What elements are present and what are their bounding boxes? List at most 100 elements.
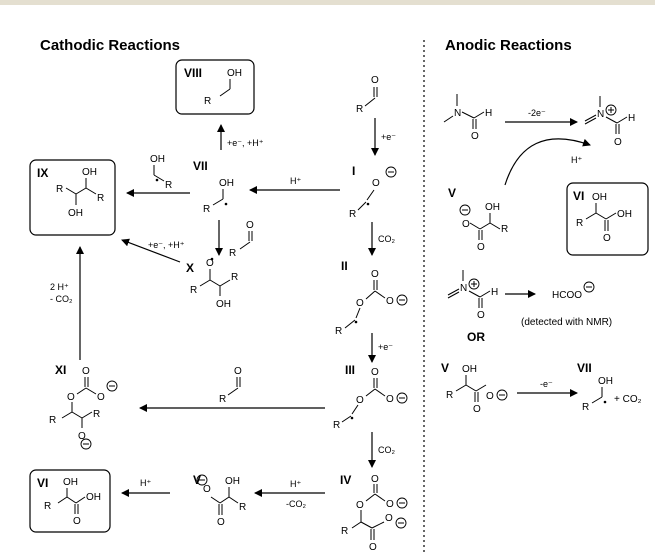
svg-text:O: O xyxy=(477,242,485,253)
svg-text:O: O xyxy=(369,542,377,552)
svg-text:OH: OH xyxy=(227,68,242,79)
svg-text:H: H xyxy=(628,113,635,124)
svg-text:R: R xyxy=(49,415,56,426)
svg-text:OH: OH xyxy=(82,167,97,178)
svg-text:R: R xyxy=(333,420,340,431)
svg-text:O: O xyxy=(217,517,225,528)
svg-text:R: R xyxy=(335,326,342,337)
label-III: III xyxy=(345,363,355,377)
box-IX xyxy=(29,159,116,236)
svg-text:OH: OH xyxy=(216,299,231,310)
svg-text:OH: OH xyxy=(68,208,83,219)
label-IX: IX xyxy=(37,166,48,180)
aldehyde-top: O R xyxy=(356,75,379,115)
svg-text:R: R xyxy=(341,526,348,537)
dmf-molecule: N H O xyxy=(443,94,492,142)
svg-text:O: O xyxy=(386,394,394,405)
cond-e-h-plus-1: +e⁻, +H⁺ xyxy=(227,138,264,148)
svg-text:O: O xyxy=(477,310,485,321)
svg-text:O: O xyxy=(385,513,393,524)
cond-e-1: +e⁻ xyxy=(381,132,396,142)
label-VI: VI xyxy=(37,476,48,490)
or-text: OR xyxy=(467,330,485,344)
cond-h-plus-3: H⁺ xyxy=(290,176,301,186)
compound-IX: OH R R OH xyxy=(56,167,104,219)
svg-text:OH: OH xyxy=(63,477,78,488)
svg-text:OH: OH xyxy=(462,364,477,375)
cond-e-h-plus-2: +e⁻, +H⁺ xyxy=(148,240,185,250)
compound-V-anode-2: OH R O O xyxy=(446,364,508,415)
cond-h-plus-1: H⁺ xyxy=(290,479,301,489)
label-XI: XI xyxy=(55,363,66,377)
compound-I: O R xyxy=(349,166,397,220)
svg-text:OH: OH xyxy=(598,376,613,387)
svg-text:R: R xyxy=(56,184,63,195)
svg-text:R: R xyxy=(93,409,100,420)
svg-text:OH: OH xyxy=(592,192,607,203)
svg-text:O: O xyxy=(356,298,364,309)
svg-text:O: O xyxy=(73,516,81,527)
formate-charge-icon xyxy=(583,281,595,293)
label-VI-anode: VI xyxy=(573,189,584,203)
svg-text:R: R xyxy=(219,394,226,405)
compound-VI: OH R OH O xyxy=(44,477,101,527)
svg-text:O: O xyxy=(234,366,242,377)
svg-text:R: R xyxy=(576,218,583,229)
svg-text:R: R xyxy=(501,224,508,235)
svg-text:R: R xyxy=(44,501,51,512)
svg-text:R: R xyxy=(229,248,236,259)
compound-V-anode: O O OH R xyxy=(459,202,508,253)
svg-text:O: O xyxy=(371,75,379,86)
formate-text: HCOO xyxy=(552,290,582,301)
svg-text:H: H xyxy=(485,108,492,119)
svg-text:R: R xyxy=(356,104,363,115)
iminium-molecule-2: N H O xyxy=(447,270,498,321)
svg-text:O: O xyxy=(356,395,364,406)
svg-text:R: R xyxy=(239,502,246,513)
iminium-molecule: N H O xyxy=(584,96,635,148)
compound-VIII: OH R xyxy=(204,68,242,107)
svg-text:R: R xyxy=(349,209,356,220)
compound-IV: O O O R O O xyxy=(341,474,408,552)
cond-co2-1: CO₂ xyxy=(378,234,396,244)
compound-VII-anode: OH R xyxy=(582,376,613,413)
svg-text:O: O xyxy=(486,391,494,402)
compound-XI: O O O R R O xyxy=(49,366,118,450)
label-IV: IV xyxy=(340,473,351,487)
label-II: II xyxy=(341,259,348,273)
compound-VI-anode: OH R OH O xyxy=(576,192,632,244)
svg-text:O: O xyxy=(614,137,622,148)
svg-text:O: O xyxy=(371,367,379,378)
svg-text:N: N xyxy=(460,283,467,294)
svg-text:O: O xyxy=(206,258,214,269)
svg-text:OH: OH xyxy=(219,178,234,189)
label-VIII: VIII xyxy=(184,66,202,80)
cond-minus-e: -e⁻ xyxy=(540,379,553,389)
cond-minus-2e: -2e⁻ xyxy=(528,108,546,118)
label-VII: VII xyxy=(193,159,208,173)
svg-text:R: R xyxy=(97,193,104,204)
svg-text:O: O xyxy=(471,131,479,142)
svg-text:N: N xyxy=(454,108,461,119)
cond-two-h-plus: 2 H⁺ xyxy=(50,282,69,292)
svg-text:O: O xyxy=(203,484,211,495)
cond-co2-2: CO₂ xyxy=(378,445,396,455)
svg-text:H: H xyxy=(491,287,498,298)
svg-text:OH: OH xyxy=(485,202,500,213)
aldehyde-reagent-1: O R xyxy=(229,220,254,259)
svg-text:R: R xyxy=(231,272,238,283)
svg-text:R: R xyxy=(582,402,589,413)
box-VI xyxy=(29,469,111,533)
compound-III: O O O R xyxy=(333,367,408,431)
box-VI-anode xyxy=(566,182,649,256)
plus-co2-text: + CO₂ xyxy=(614,394,642,405)
svg-text:O: O xyxy=(372,178,380,189)
label-V-anode: V xyxy=(448,186,456,200)
svg-text:OH: OH xyxy=(225,476,240,487)
radical-reagent: OH R xyxy=(150,154,172,191)
cond-e-2: +e⁻ xyxy=(378,342,393,352)
svg-text:O: O xyxy=(371,474,379,485)
label-X: X xyxy=(186,261,194,275)
cond-minus-co2-b: -CO₂ xyxy=(286,499,306,509)
